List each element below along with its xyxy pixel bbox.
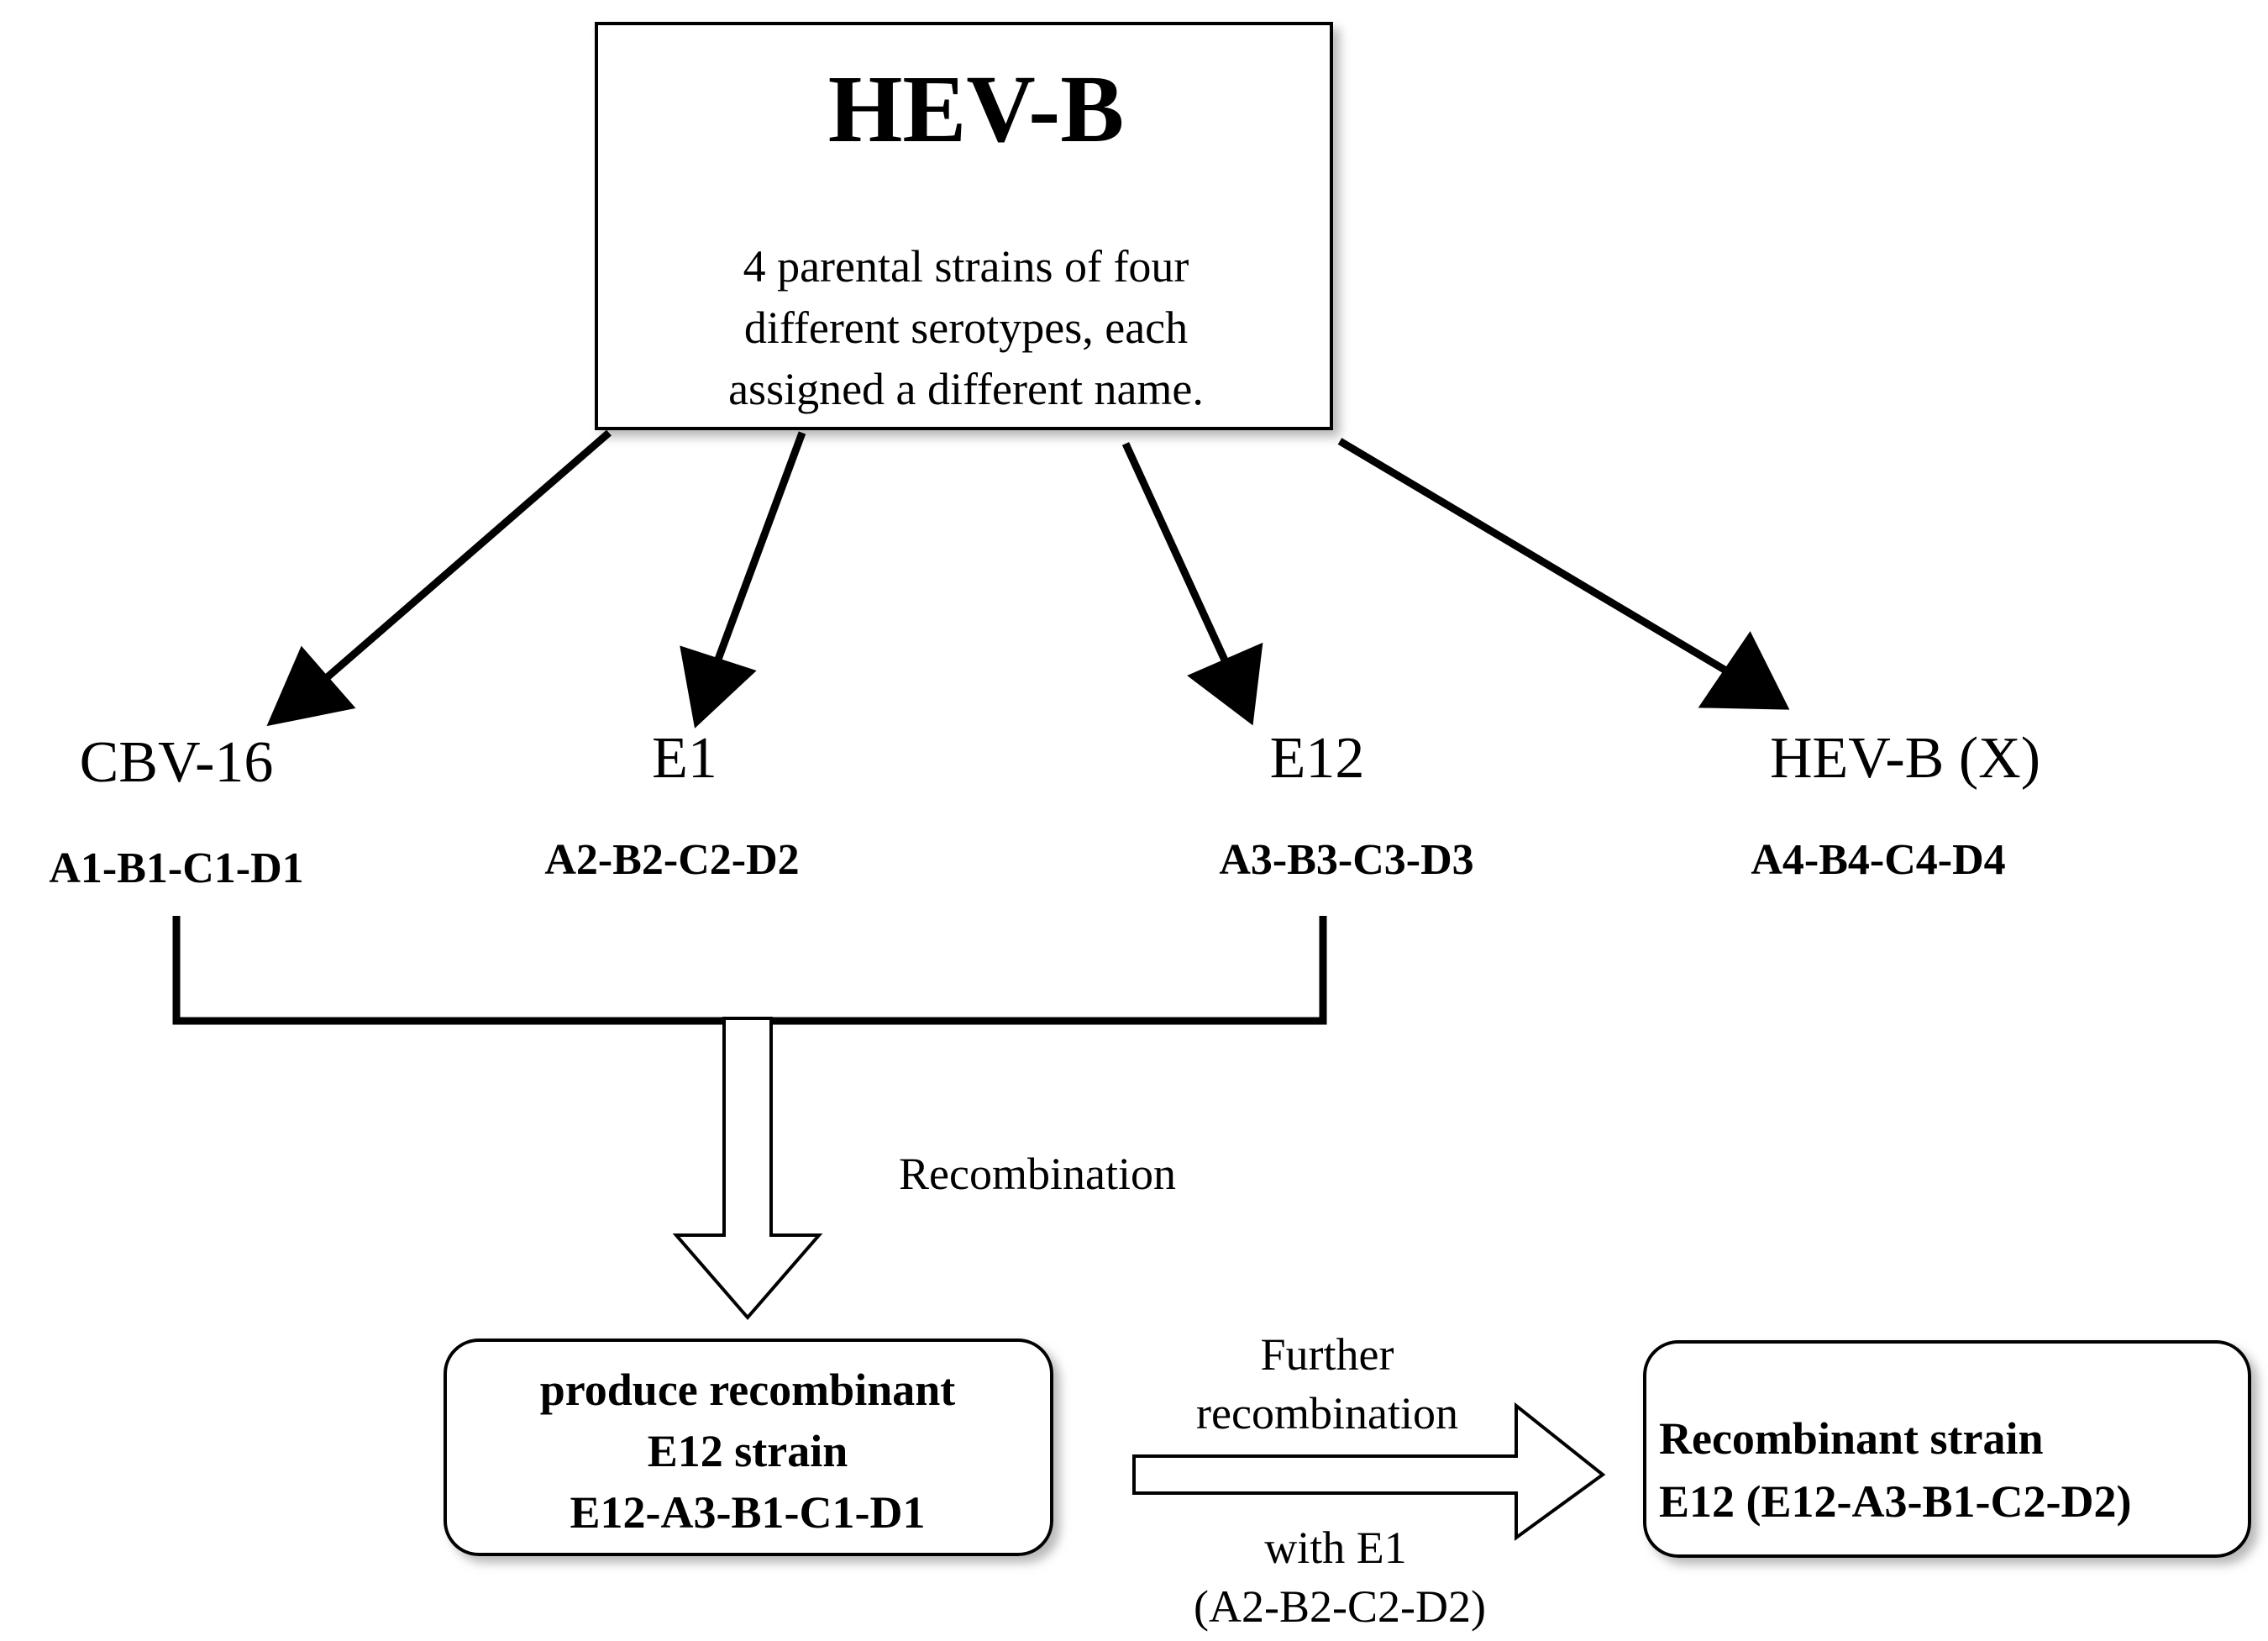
arrow-head-e1-icon <box>680 645 757 728</box>
strain-code: A4-B4-C4-D4 <box>1751 836 2005 884</box>
hevb-description-line-2: different serotypes, each <box>744 302 1188 353</box>
strain-arrows <box>266 429 1790 728</box>
with-label-line-2: (A2-B2-C2-D2) <box>1194 1581 1486 1632</box>
strain-code: A2-B2-C2-D2 <box>544 836 799 884</box>
arrow-to-hevbx <box>1337 438 1731 676</box>
recombinant-line-2: E12 strain <box>648 1426 848 1476</box>
final-recombinant-box: Recombinant strain E12 (E12-A3-B1-C2-D2) <box>1643 1340 2251 1558</box>
with-label-line-1: with E1 <box>1264 1523 1407 1573</box>
arrow-to-cbv16 <box>321 429 612 684</box>
arrow-head-hevbx-icon <box>1698 631 1790 710</box>
arrow-to-e1 <box>712 431 806 665</box>
further-recombination-arrow-icon <box>1132 1402 1606 1541</box>
recombination-arrow-icon <box>672 1017 823 1321</box>
strain-name: HEV-B (X) <box>1770 726 2040 791</box>
hevb-title: HEV-B <box>828 55 1125 162</box>
strain-name: E1 <box>652 726 717 791</box>
final-line-2: E12 (E12-A3-B1-C2-D2) <box>1659 1476 2131 1527</box>
strain-hevbx: HEV-B (X) A4-B4-C4-D4 <box>1751 726 2040 884</box>
strain-code: A3-B3-C3-D3 <box>1219 836 1473 884</box>
arrow-head-cbv16-icon <box>266 645 356 727</box>
strain-e1: E1 A2-B2-C2-D2 <box>544 726 799 884</box>
hevb-description-line-3: assigned a different name. <box>728 364 1204 414</box>
recombinant-line-1: produce recombinant <box>540 1365 956 1415</box>
recombination-label: Recombination <box>899 1149 1176 1199</box>
strain-name: E12 <box>1270 726 1365 791</box>
strain-list: CBV-16 A1-B1-C1-D1 E1 A2-B2-C2-D2 E12 A3… <box>49 726 2040 892</box>
recombinant-line-3: E12-A3-B1-C1-D1 <box>570 1487 926 1538</box>
final-line-1: Recombinant strain <box>1659 1413 2044 1464</box>
recombinant-e12-box: produce recombinant E12 strain E12-A3-B1… <box>444 1339 1053 1556</box>
hevb-description-line-1: 4 parental strains of four <box>743 241 1189 292</box>
strain-e12: E12 A3-B3-C3-D3 <box>1219 726 1473 884</box>
arrow-head-e12-icon <box>1187 642 1263 726</box>
hevb-summary-box: HEV-B 4 parental strains of four differe… <box>595 22 1333 430</box>
strain-cbv16: CBV-16 A1-B1-C1-D1 <box>49 730 303 892</box>
strain-name: CBV-16 <box>80 730 274 795</box>
arrow-to-e12 <box>1121 442 1231 665</box>
parent-bracket <box>172 916 1327 1025</box>
strain-code: A1-B1-C1-D1 <box>49 844 303 892</box>
further-label-line-1: Further <box>1261 1329 1394 1380</box>
further-label-line-2: recombination <box>1196 1388 1458 1439</box>
